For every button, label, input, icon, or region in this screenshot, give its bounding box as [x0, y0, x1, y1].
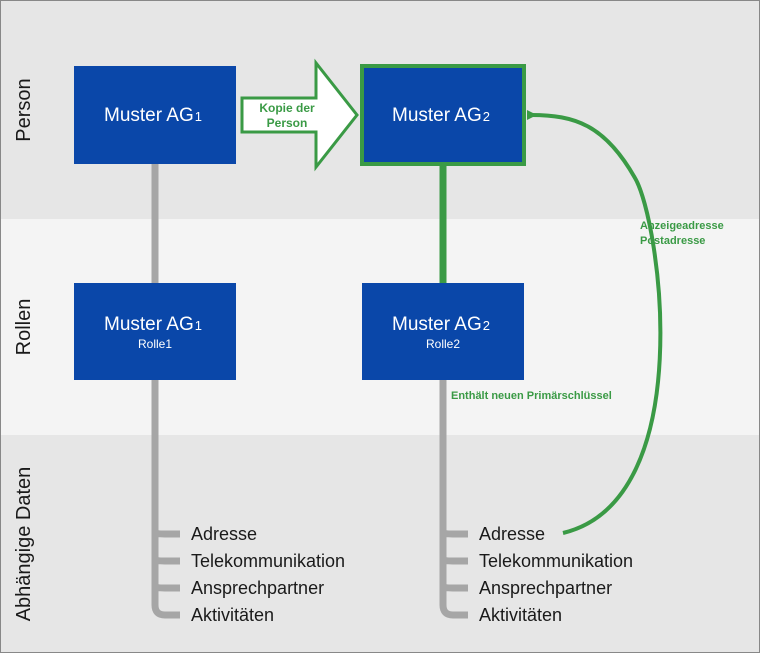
curve-label-line2: Postadresse: [640, 235, 705, 247]
box-person2: Muster AG2: [360, 64, 526, 166]
dependent-item: Aktivitäten: [479, 605, 562, 625]
address-curve-arrow: [526, 109, 663, 535]
box-person2-sub: 2: [483, 109, 490, 124]
dependents-left-list: Adresse Telekommunikation Ansprechpartne…: [191, 524, 345, 625]
svg-text:Muster AG2: Muster AG2: [392, 105, 490, 126]
copy-arrow: Kopie der Person: [240, 58, 359, 172]
svg-text:Muster AG1: Muster AG1: [104, 314, 202, 335]
box-rolle1-role: Rolle1: [138, 337, 172, 351]
copy-arrow-line2: Person: [267, 116, 308, 130]
dependent-item: Telekommunikation: [479, 551, 633, 571]
dependent-item: Aktivitäten: [191, 605, 274, 625]
dependent-item: Ansprechpartner: [479, 578, 612, 598]
box-rolle1-name: Muster AG: [104, 314, 194, 335]
band-label-abhaengige: Abhängige Daten: [13, 467, 35, 622]
svg-text:Muster AG1: Muster AG1: [104, 105, 202, 126]
dependent-item: Ansprechpartner: [191, 578, 324, 598]
band-label-rollen: Rollen: [13, 299, 35, 356]
box-rolle1-sub: 1: [195, 318, 202, 333]
dependents-right-list: Adresse Telekommunikation Ansprechpartne…: [479, 524, 633, 625]
box-rolle2-role: Rolle2: [426, 337, 460, 351]
box-person1: Muster AG1: [74, 66, 236, 164]
band-abhaengige: [1, 435, 759, 652]
band-label-person: Person: [13, 78, 35, 141]
box-person1-sub: 1: [195, 109, 202, 124]
box-person1-name: Muster AG: [104, 105, 194, 126]
box-rolle2-sub: 2: [483, 318, 490, 333]
curve-label-line1: Anzeigeadresse: [640, 220, 724, 232]
svg-text:Muster AG2: Muster AG2: [392, 314, 490, 335]
dependent-item: Adresse: [479, 524, 545, 544]
box-rolle2: Muster AG2 Rolle2: [362, 283, 524, 380]
tree-left: [151, 380, 180, 619]
box-rolle2-name: Muster AG: [392, 314, 482, 335]
primary-key-note: Enthält neuen Primärschlüssel: [451, 390, 612, 402]
tree-right: [439, 380, 468, 619]
dependent-item: Telekommunikation: [191, 551, 345, 571]
dependent-item: Adresse: [191, 524, 257, 544]
box-person2-name: Muster AG: [392, 105, 482, 126]
box-rolle1: Muster AG1 Rolle1: [74, 283, 236, 380]
copy-arrow-line1: Kopie der: [259, 101, 315, 115]
